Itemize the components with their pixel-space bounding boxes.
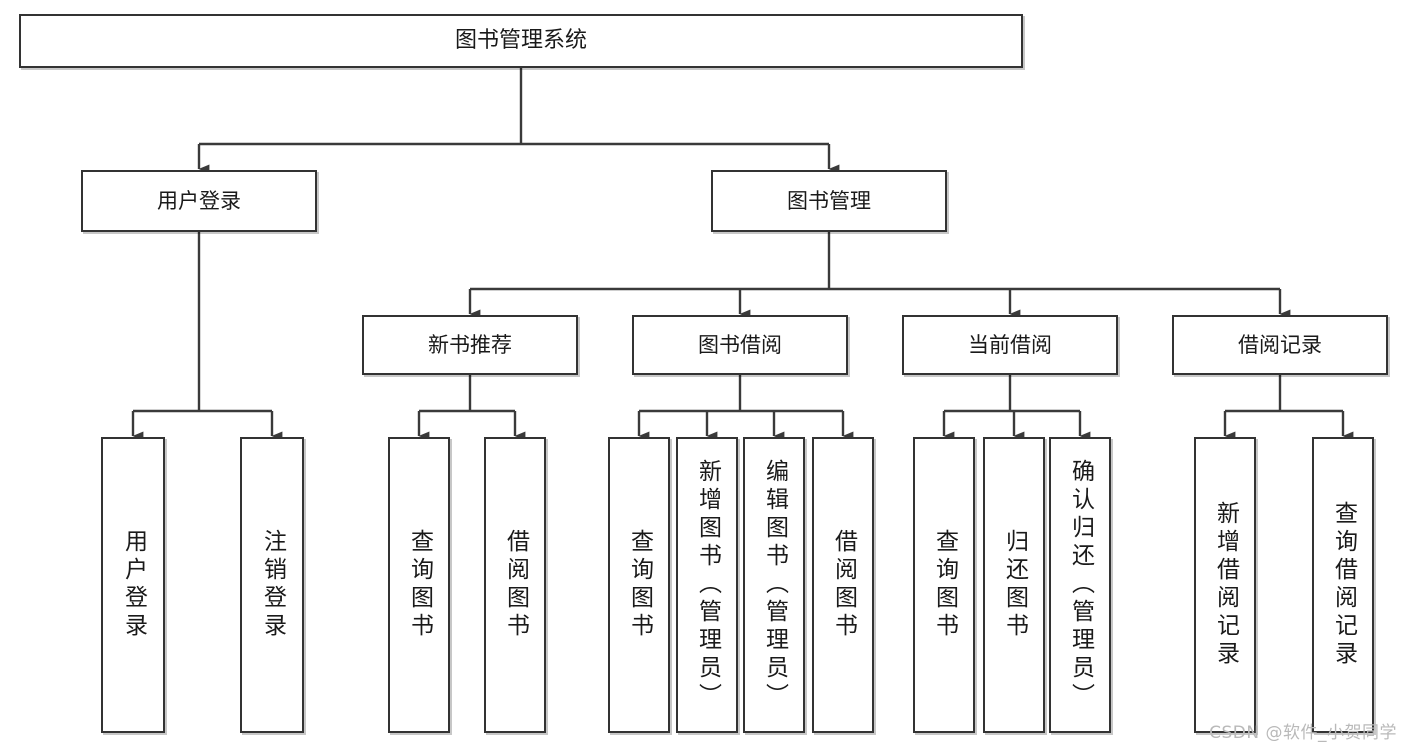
node-book-borrow[interactable]: 图书借阅	[632, 315, 848, 375]
node-book-manage-label: 图书管理	[787, 188, 871, 213]
node-new-book-recommend-label: 新书推荐	[428, 332, 512, 357]
node-leaf-return-book[interactable]: 归还图书	[983, 437, 1045, 733]
node-book-borrow-label: 图书借阅	[698, 332, 782, 357]
node-borrow-record-label: 借阅记录	[1238, 332, 1322, 357]
node-leaf-add-record[interactable]: 新增借阅记录	[1194, 437, 1256, 733]
node-leaf-query-book-3[interactable]: 查询图书	[913, 437, 975, 733]
node-leaf-borrow-book-2-label: 借阅图书	[830, 529, 857, 641]
node-root[interactable]: 图书管理系统	[19, 14, 1023, 68]
node-new-book-recommend[interactable]: 新书推荐	[362, 315, 578, 375]
node-leaf-return-book-label: 归还图书	[1001, 529, 1028, 641]
node-leaf-confirm-return[interactable]: 确认归还（管理员）	[1049, 437, 1111, 733]
node-borrow-record[interactable]: 借阅记录	[1172, 315, 1388, 375]
node-leaf-query-book-2-label: 查询图书	[626, 529, 653, 641]
node-leaf-query-book-1-label: 查询图书	[406, 529, 433, 641]
node-leaf-add-record-label: 新增借阅记录	[1212, 501, 1239, 669]
node-root-label: 图书管理系统	[454, 28, 587, 54]
node-leaf-user-login[interactable]: 用户登录	[101, 437, 165, 733]
node-leaf-query-book-1[interactable]: 查询图书	[388, 437, 450, 733]
node-user-login-label: 用户登录	[157, 188, 241, 213]
node-current-borrow-label: 当前借阅	[968, 332, 1052, 357]
node-book-manage[interactable]: 图书管理	[711, 170, 947, 232]
node-leaf-add-book[interactable]: 新增图书（管理员）	[676, 437, 738, 733]
node-leaf-query-book-3-label: 查询图书	[931, 529, 958, 641]
node-leaf-edit-book-label: 编辑图书（管理员）	[761, 459, 788, 711]
node-leaf-borrow-book-2[interactable]: 借阅图书	[812, 437, 874, 733]
node-leaf-confirm-return-label: 确认归还（管理员）	[1067, 459, 1094, 711]
node-leaf-borrow-book-1[interactable]: 借阅图书	[484, 437, 546, 733]
node-leaf-query-record[interactable]: 查询借阅记录	[1312, 437, 1374, 733]
node-leaf-logout[interactable]: 注销登录	[240, 437, 304, 733]
node-leaf-logout-label: 注销登录	[259, 529, 286, 641]
node-leaf-borrow-book-1-label: 借阅图书	[502, 529, 529, 641]
node-leaf-edit-book[interactable]: 编辑图书（管理员）	[743, 437, 805, 733]
node-user-login[interactable]: 用户登录	[81, 170, 317, 232]
watermark: CSDN @软件_小贺同学	[1209, 723, 1397, 743]
node-leaf-query-book-2[interactable]: 查询图书	[608, 437, 670, 733]
node-leaf-add-book-label: 新增图书（管理员）	[694, 459, 721, 711]
node-leaf-user-login-label: 用户登录	[120, 529, 147, 641]
node-leaf-query-record-label: 查询借阅记录	[1330, 501, 1357, 669]
node-current-borrow[interactable]: 当前借阅	[902, 315, 1118, 375]
